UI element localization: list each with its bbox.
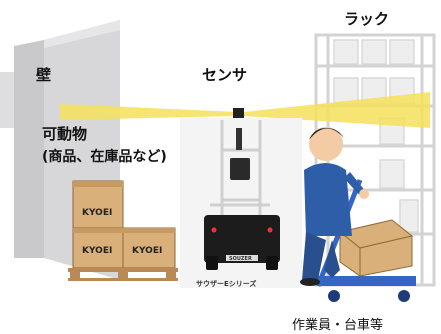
wall-label: 壁 — [36, 66, 52, 84]
box-label-bottom-right: KYOEI — [132, 246, 163, 256]
box-label-bottom-left: KYOEI — [82, 246, 113, 256]
box-label-top: KYOEI — [82, 208, 113, 218]
movable-object-label: 可動物 — [42, 125, 88, 143]
movable-object-examples: (商品、在庫品など) — [42, 149, 167, 165]
robot-caption: サウザーEシリーズ — [196, 280, 257, 288]
rack-label: ラック — [344, 10, 390, 28]
sensor-device — [233, 108, 244, 118]
robot-plate-text: SOUZER — [229, 256, 252, 262]
worker-cart-label: 作業員・台車等 — [292, 318, 384, 333]
sensor-beam-left — [60, 104, 238, 120]
sensor-label: センサ — [202, 66, 248, 84]
